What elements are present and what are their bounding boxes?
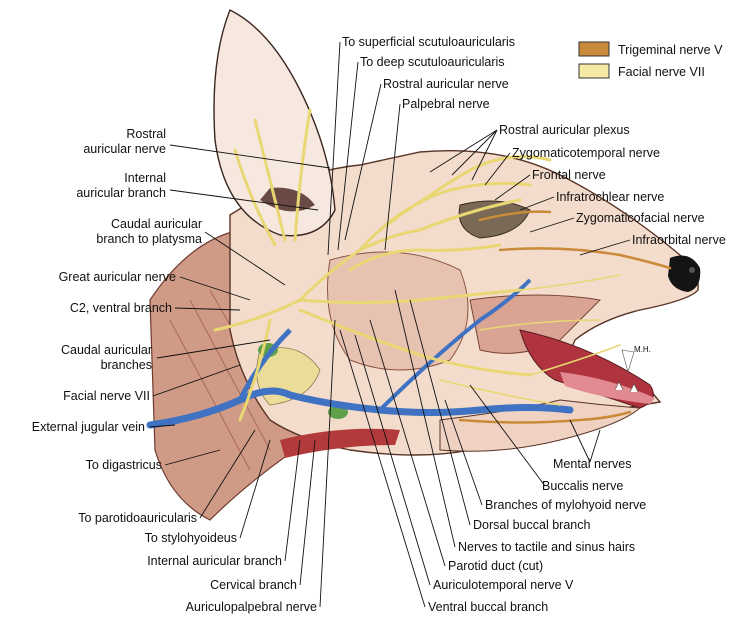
label-frontal-nerve: Frontal nerve: [532, 168, 606, 182]
label-zygomaticotemporal-nerve: Zygomaticotemporal nerve: [512, 146, 660, 160]
label-tactile-sinus-hairs: Nerves to tactile and sinus hairs: [458, 540, 635, 554]
vein-branch-up: [237, 328, 292, 402]
label-internal-auricular-branch-bottom: Internal auricular branch: [147, 554, 282, 568]
artist-mark: M.H.: [634, 345, 651, 354]
legend-label-facial: Facial nerve VII: [618, 65, 705, 79]
label-rostral-auricular-plexus: Rostral auricular plexus: [499, 123, 630, 137]
infraorbital-path: [498, 247, 672, 270]
label-dorsal-buccal-branch: Dorsal buccal branch: [473, 518, 590, 532]
labels-top: To superficial scutuloauricularis To dee…: [342, 35, 726, 247]
label-parotid-duct: Parotid duct (cut): [448, 559, 543, 573]
face-fine-branches: [439, 274, 621, 406]
leader-lines: [149, 41, 631, 608]
legend-swatch-facial: [578, 63, 610, 79]
lower-teeth: [614, 381, 639, 393]
label-to-stylohyoideus: To stylohyoideus: [145, 531, 237, 545]
label-caudal-platysma-1: Caudal auricular: [111, 217, 202, 231]
label-auriculopalpebral-nerve: Auriculopalpebral nerve: [186, 600, 317, 614]
nose: [668, 255, 701, 292]
trigeminal-nerve-branches: [458, 210, 672, 424]
label-mental-nerves: Mental nerves: [553, 457, 632, 471]
tongue: [560, 372, 655, 404]
label-ventral-buccal-branch: Ventral buccal branch: [428, 600, 548, 614]
plexus: [348, 155, 552, 272]
label-facial-nerve-vii: Facial nerve VII: [63, 389, 150, 403]
label-palpebral-nerve: Palpebral nerve: [402, 97, 490, 111]
label-buccalis-nerve: Buccalis nerve: [542, 479, 623, 493]
labels-bottom: To parotidoauricularis To stylohyoideus …: [78, 457, 646, 614]
external-jugular-vein: [146, 387, 574, 429]
mental-path: [458, 410, 632, 424]
vein-branch-face: [378, 278, 532, 412]
label-great-auricular-nerve: Great auricular nerve: [59, 270, 176, 284]
label-caudal-branches-2: branches: [101, 358, 152, 372]
label-auriculotemporal-nerve: Auriculotemporal nerve V: [433, 578, 574, 592]
label-rostral-auricular-left-2: auricular nerve: [83, 142, 166, 156]
label-rostral-auricular-nerve-top: Rostral auricular nerve: [383, 77, 509, 91]
legend-label-trigeminal: Trigeminal nerve V: [618, 43, 723, 57]
label-deep-scutuloauricularis: To deep scutuloauricularis: [360, 55, 505, 69]
label-caudal-branches-1: Caudal auricular: [61, 343, 152, 357]
zygomatic-path: [478, 210, 552, 222]
facial-trunk: [213, 298, 302, 332]
label-cervical-branch: Cervical branch: [210, 578, 297, 592]
label-to-digastricus: To digastricus: [86, 458, 162, 472]
legend-swatch-trigeminal: [578, 41, 610, 57]
label-c2-ventral-branch: C2, ventral branch: [70, 301, 172, 315]
label-superficial-scutuloauricularis: To superficial scutuloauricularis: [342, 35, 515, 49]
ear-branches: [233, 108, 312, 247]
label-external-jugular-vein: External jugular vein: [32, 420, 145, 434]
dorsal-buccal-path: [298, 288, 522, 304]
upper-canine: [621, 349, 635, 374]
jugular-vein-system: [146, 278, 574, 429]
digastricus-muscle: [280, 428, 400, 458]
label-infratrochlear-nerve: Infratrochlear nerve: [556, 190, 664, 204]
dog-head-illustration: [149, 9, 701, 521]
label-branches-mylohyoid: Branches of mylohyoid nerve: [485, 498, 646, 512]
label-to-parotidoauricularis: To parotidoauricularis: [78, 511, 197, 525]
legend: Trigeminal nerve V Facial nerve VII: [578, 41, 723, 79]
label-zygomaticofacial-nerve: Zygomaticofacial nerve: [576, 211, 705, 225]
label-internal-auricular-1: Internal: [124, 171, 166, 185]
label-internal-auricular-2: auricular branch: [76, 186, 166, 200]
labels-left: Rostral auricular nerve Internal auricul…: [32, 127, 202, 472]
masseter-muscle: [327, 251, 469, 371]
cervical-path: [238, 318, 272, 422]
label-rostral-auricular-left-1: Rostral: [126, 127, 166, 141]
label-infraorbital-nerve: Infraorbital nerve: [632, 233, 726, 247]
nostril: [689, 267, 695, 273]
label-caudal-platysma-2: branch to platysma: [96, 232, 202, 246]
neck-muscle-bands: [169, 279, 301, 471]
